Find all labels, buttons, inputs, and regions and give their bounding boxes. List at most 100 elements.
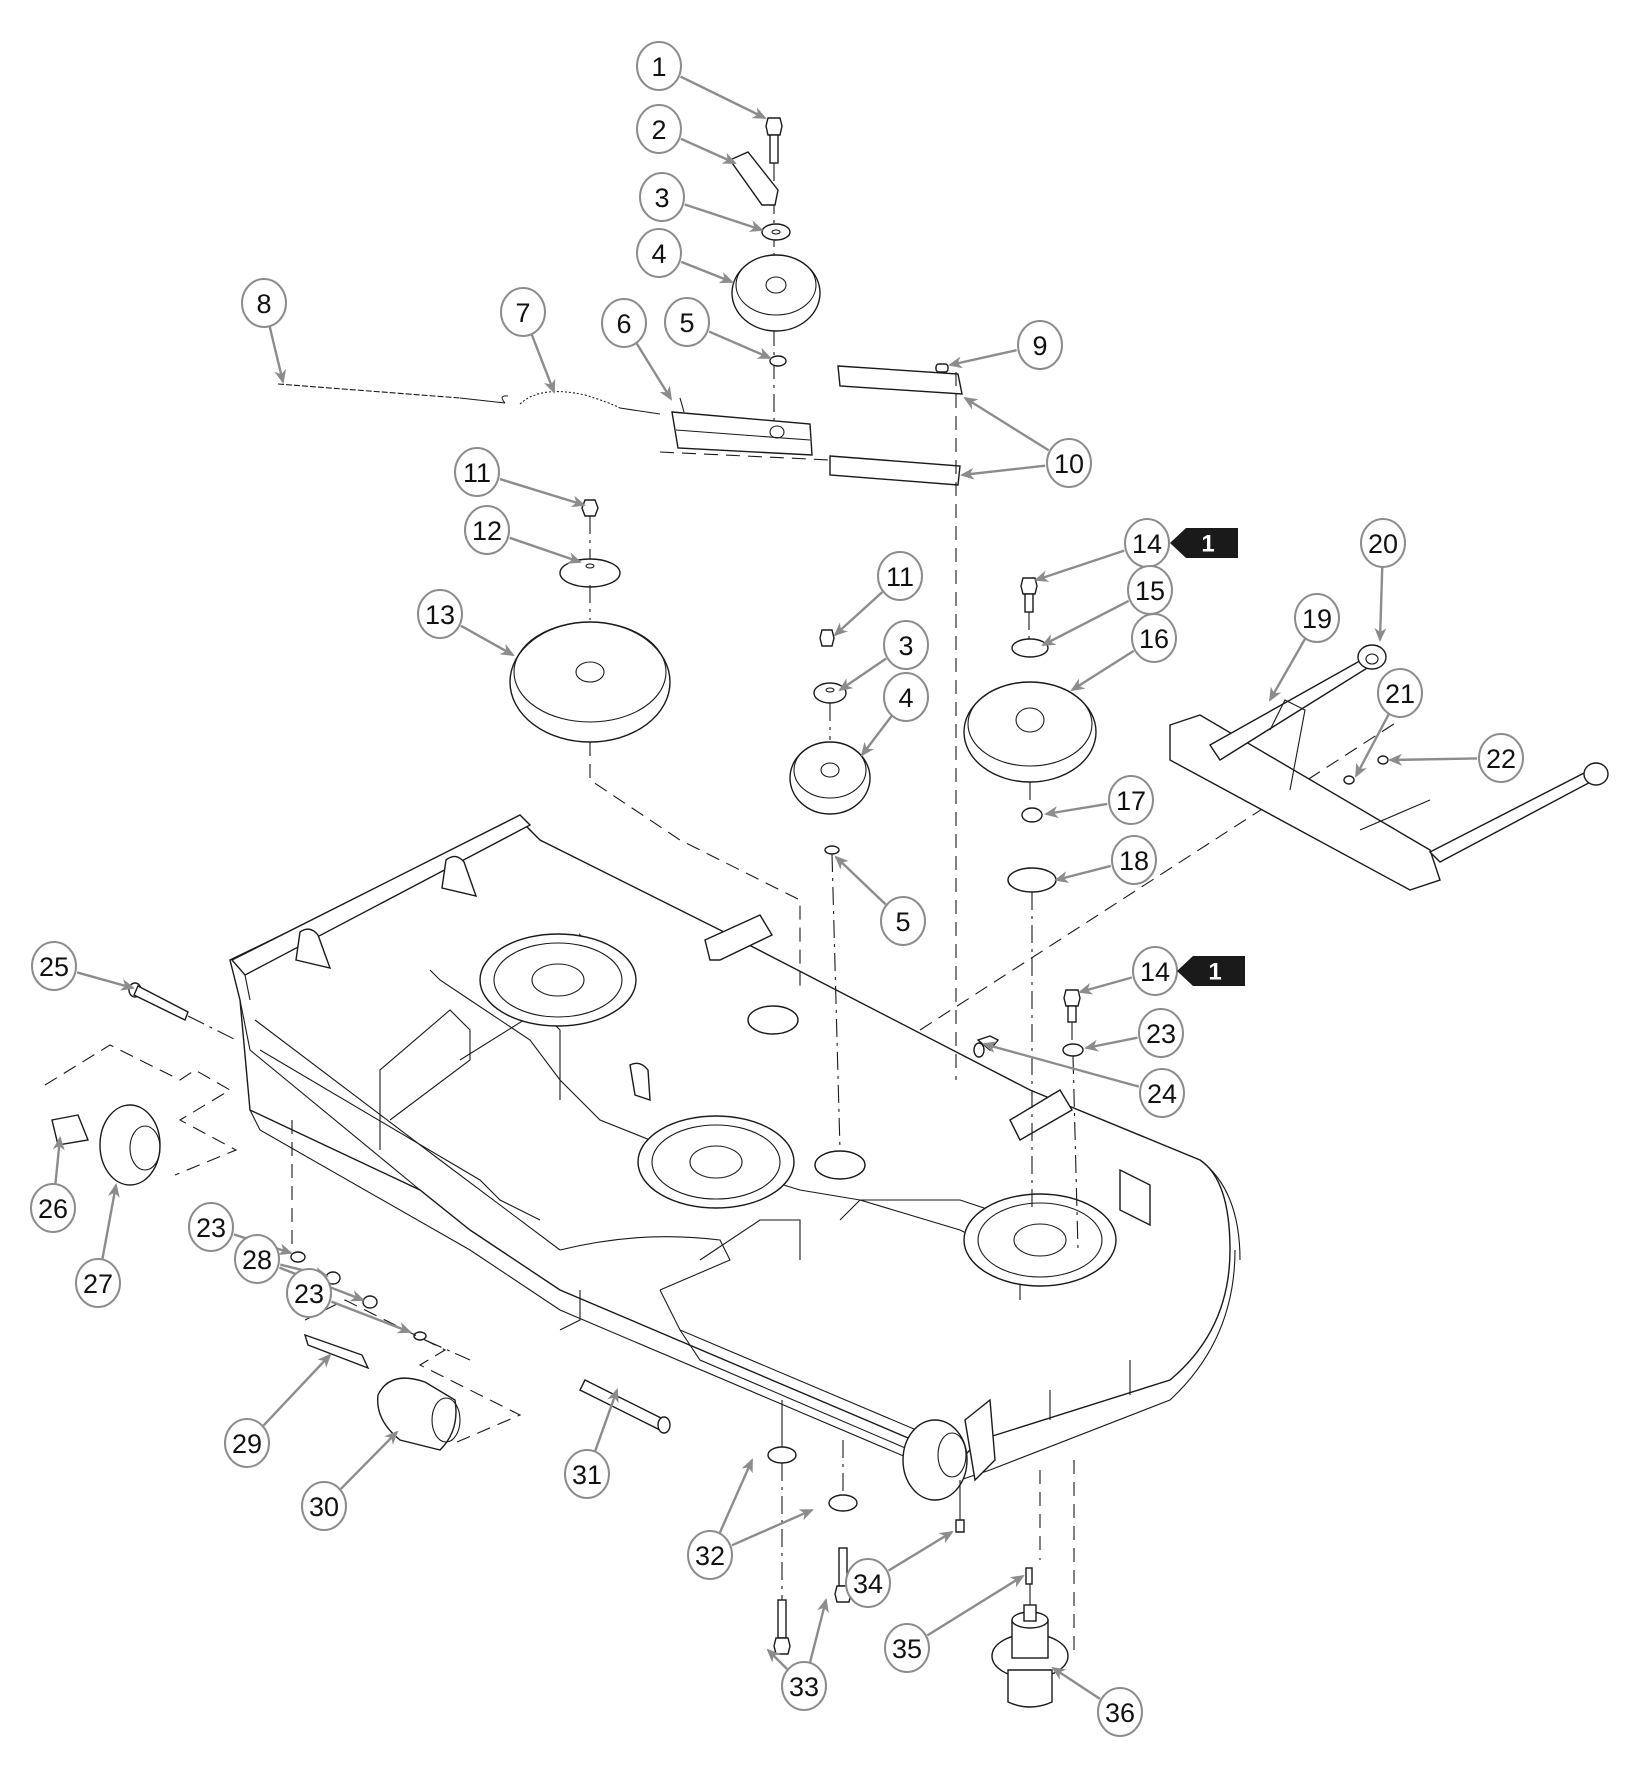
callout-4: 4 [860,672,929,757]
spindle-housing-center [637,1115,795,1209]
callout-number: 22 [1486,744,1516,774]
callout-number: 30 [309,1492,339,1522]
callout-number: 18 [1119,846,1149,876]
callout-8: 8 [241,278,287,384]
callout-11: 11 [454,447,586,508]
callout-number: 5 [895,907,910,937]
callout-14: 14 [1078,946,1178,996]
leader-arrow [963,396,1050,452]
leader-arrow [1054,864,1112,883]
leader-arrow [834,855,887,906]
callout-number: 24 [1147,1079,1177,1109]
callout-bubble [845,1558,891,1608]
callout-bubble [639,172,685,222]
callout-number: 3 [898,631,913,661]
callout-bubble [687,1530,733,1580]
leader-arrow [330,1300,412,1334]
callout-number: 23 [294,1279,324,1309]
leader-arrow [680,260,734,284]
leader-arrow [1041,599,1130,647]
leader-arrow [860,715,893,757]
callout-bubble [601,298,647,348]
callout-5: 5 [834,855,926,946]
callout-14: 14 [1034,518,1170,582]
callout-number: 3 [654,183,669,213]
callout-number: 21 [1385,679,1415,709]
callout-bubble [1360,518,1406,568]
leader-arrow [926,1574,1025,1637]
callout-35: 35 [884,1574,1025,1673]
callout-3: 3 [838,620,929,692]
callout-30: 30 [301,1430,399,1531]
callout-number: 5 [679,308,694,338]
callout-number: 16 [1139,624,1169,654]
callout-bubble [564,1449,610,1499]
bolt-stack-right [973,989,1084,1251]
callout-bubble [417,589,463,639]
callout-bubble [636,104,682,154]
leader-arrow [982,1041,1140,1088]
leader-arrow [960,464,1046,480]
leader-arrow [52,1136,65,1185]
callout-number: 36 [1105,1698,1135,1728]
callout-bubble [1138,1008,1184,1058]
note-tag-shape [1170,528,1238,558]
mount-plates [659,363,963,1080]
callout-bubble [781,1661,827,1711]
leader-arrow [684,203,764,232]
callout-bubble [234,1234,280,1284]
leader-arrow [101,1183,120,1260]
callout-bubble [1111,835,1157,885]
callout-bubble [636,228,682,278]
callout-bubble [1478,733,1524,783]
callout-6: 6 [601,298,673,401]
leader-arrow [1388,753,1478,766]
callout-7: 7 [500,287,556,394]
callout-number: 14 [1140,957,1170,987]
callout-21: 21 [1354,668,1423,778]
leader-arrow [340,1430,399,1490]
callout-11: 11 [833,551,923,637]
bottom-hardware [767,1398,996,1655]
leader-arrow [1034,549,1125,582]
callout-bubble [30,1183,76,1233]
leader-arrow [948,349,1017,369]
note-tag-number: 1 [1208,959,1221,986]
leader-arrow [1374,566,1387,642]
leader-arrow [1070,649,1135,692]
callout-bubble [224,1418,270,1468]
callout-1: 1 [636,41,767,120]
callout-22: 22 [1388,733,1524,783]
callout-18: 18 [1054,835,1157,885]
leader-arrow [718,1458,754,1534]
callout-number: 28 [242,1245,272,1275]
spindle-housing-right [963,1193,1117,1287]
callout-number: 20 [1368,529,1398,559]
callout-25: 25 [31,941,135,991]
callout-12: 12 [464,505,582,564]
callout-36: 36 [1051,1666,1143,1737]
spindle-pulley-stack [919,577,1401,1210]
callout-bubble [1377,668,1423,718]
leader-arrow [731,1508,814,1547]
callout-number: 27 [83,1269,113,1299]
callout-27: 27 [75,1183,121,1308]
callout-bubble [454,447,500,497]
leader-arrow [530,333,556,394]
callout-23: 23 [1084,1008,1184,1058]
callout-29: 29 [224,1353,332,1468]
leader-arrow [1051,1666,1101,1700]
callout-number: 4 [651,239,666,269]
callout-number: 29 [232,1429,262,1459]
callout-34: 34 [845,1530,954,1608]
callout-bubble [31,941,77,991]
leader-arrow [680,137,737,165]
callout-number: 23 [196,1213,226,1243]
chain-and-spring [277,383,661,415]
callout-bubble [1097,1687,1143,1737]
hitch-bracket [1169,644,1609,891]
callout-number: 25 [39,952,69,982]
idler-boss-rear [747,1005,799,1035]
